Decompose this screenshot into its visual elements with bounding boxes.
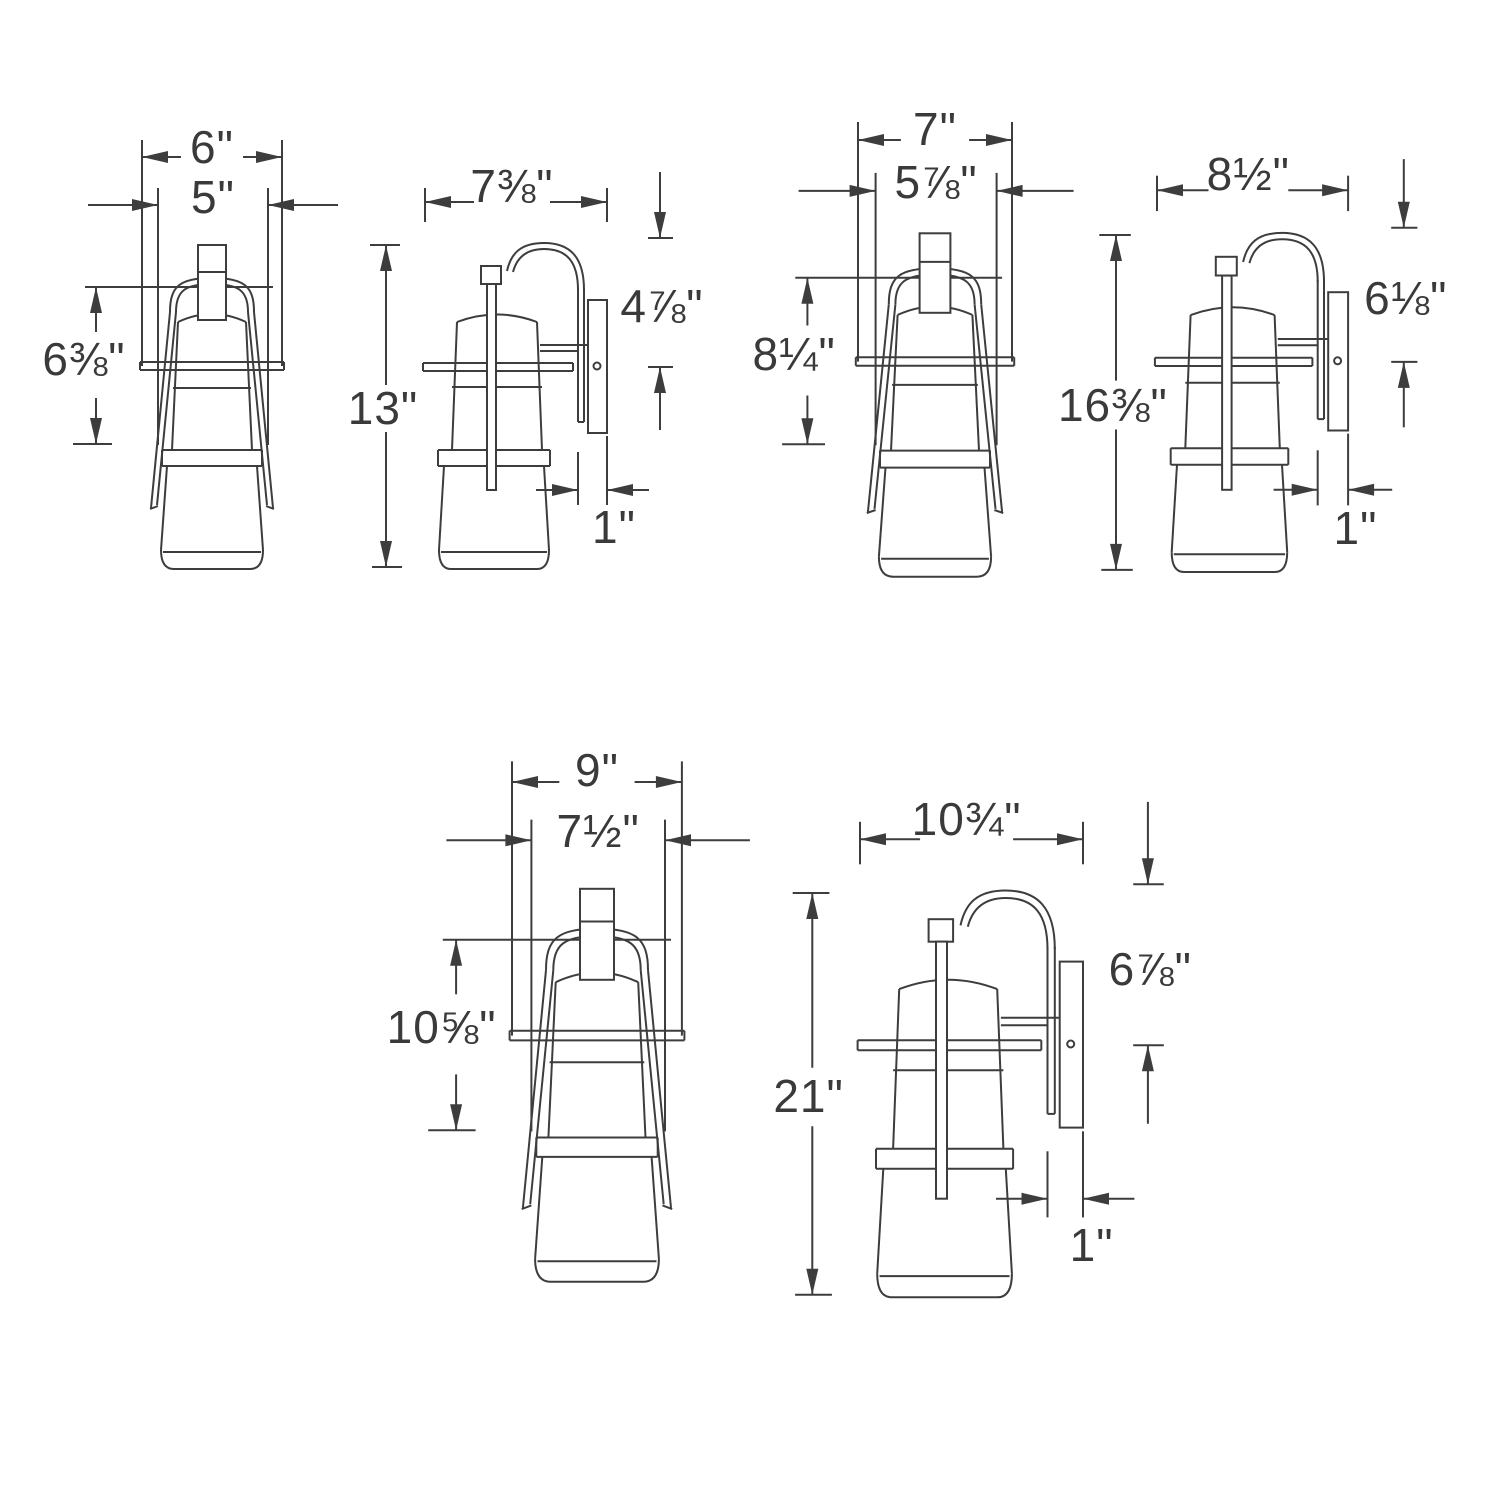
size21-front-outer-width-dimension: 9": [575, 743, 619, 796]
size16-front-glass-height-dimension: 8¼": [752, 328, 836, 381]
size16-side-overall-height-dimension: 16⅜": [1057, 378, 1168, 431]
size21-front-inner-width-dimension: 7½": [556, 804, 640, 857]
size13-side-overall-height-dimension: 13": [347, 382, 419, 434]
size16-side-top-to-mount-dimension: 6⅛": [1364, 272, 1448, 325]
size16-front-outer-width-dimension: 7": [913, 103, 957, 156]
size13-front-glass-height-dimension: 6⅜": [42, 333, 126, 385]
size21-side-overall-width-dimension: 10¾": [911, 793, 1022, 846]
size21-side-backplate-depth-dimension: 1": [1069, 1218, 1114, 1271]
size21-side-overall-height-dimension: 21": [773, 1070, 844, 1123]
size16-side-backplate-depth-dimension: 1": [1333, 502, 1378, 555]
size13-side-overall-width-dimension: 7⅜": [470, 160, 554, 212]
size13-front-outer-width-dimension: 6": [190, 121, 234, 173]
size16-front-inner-width-dimension: 5⅞": [894, 156, 978, 209]
size13-side-backplate-depth-dimension: 1": [592, 501, 636, 553]
size21-side-top-to-mount-dimension: 6⅞": [1108, 943, 1192, 996]
size13-front-inner-width-dimension: 5": [191, 171, 235, 223]
size21-front-glass-height-dimension: 10⅝": [386, 1001, 497, 1054]
size16-side-overall-width-dimension: 8½": [1206, 147, 1290, 200]
size13-side-top-to-mount-dimension: 4⅞": [620, 280, 704, 332]
